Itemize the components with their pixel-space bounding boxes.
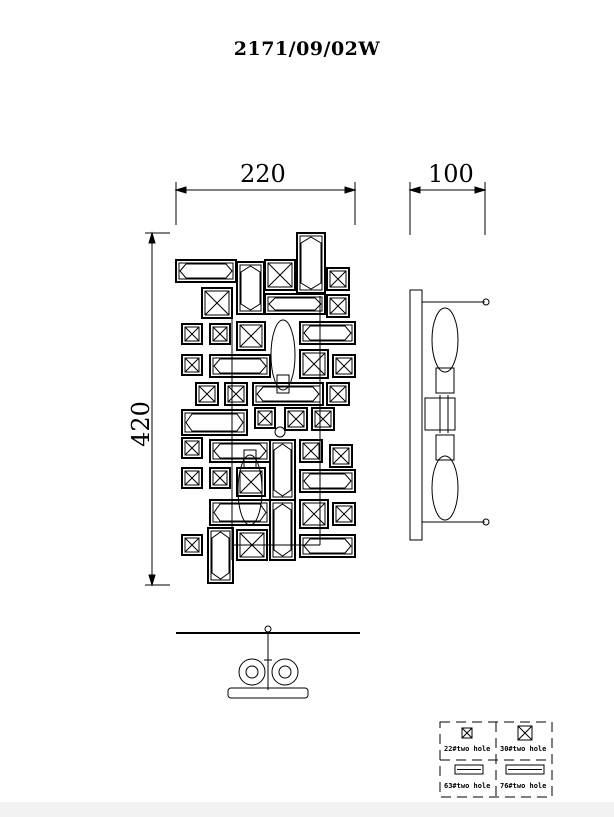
bottom-view bbox=[176, 625, 360, 699]
crystal-block bbox=[332, 354, 356, 378]
crystal-block bbox=[264, 259, 296, 291]
side-view bbox=[409, 289, 490, 541]
crystal-block bbox=[236, 321, 266, 351]
crystal-block bbox=[332, 502, 356, 526]
crystal-block bbox=[254, 407, 276, 429]
crystal-block bbox=[311, 407, 335, 431]
drawing-title: 2171/09/02W bbox=[233, 38, 381, 60]
legend-label-76: 76#two hole bbox=[500, 782, 547, 790]
crystal-block bbox=[284, 407, 308, 431]
crystal-block bbox=[181, 534, 203, 556]
crystal-block bbox=[299, 469, 356, 493]
crystal-block bbox=[326, 294, 350, 318]
frame-line bbox=[243, 449, 257, 469]
crystal-block bbox=[296, 232, 326, 294]
crystal-block bbox=[181, 354, 203, 376]
width-dimension-label: 220 bbox=[240, 160, 286, 188]
page-bottom-strip bbox=[0, 802, 614, 817]
legend-icons bbox=[454, 725, 545, 775]
frame-line bbox=[237, 454, 263, 526]
frame-line bbox=[274, 426, 286, 438]
crystal-block bbox=[269, 439, 296, 501]
crystal-block bbox=[181, 467, 203, 489]
crystal-block bbox=[236, 261, 265, 315]
frame-line bbox=[276, 374, 290, 394]
crystal-block bbox=[326, 382, 350, 406]
crystal-block bbox=[299, 321, 356, 345]
crystal-block bbox=[326, 267, 350, 291]
crystal-block bbox=[209, 323, 231, 345]
legend-box bbox=[439, 721, 553, 798]
frame-line bbox=[270, 319, 296, 391]
crystal-block bbox=[299, 499, 329, 529]
crystal-block bbox=[201, 287, 233, 319]
crystal-block bbox=[299, 349, 329, 379]
legend-label-22: 22#two hole bbox=[444, 745, 491, 753]
crystal-block bbox=[224, 382, 248, 406]
crystal-block bbox=[299, 439, 323, 463]
depth-dimension-label: 100 bbox=[428, 160, 474, 188]
crystal-block bbox=[209, 354, 271, 378]
dimension-lines bbox=[145, 182, 487, 587]
crystal-block bbox=[181, 323, 203, 345]
crystal-block bbox=[195, 382, 219, 406]
legend-label-63: 63#two hole bbox=[444, 782, 491, 790]
crystal-block bbox=[209, 439, 271, 463]
legend-label-30: 30#two hole bbox=[500, 745, 547, 753]
crystal-block bbox=[264, 293, 326, 315]
crystal-block bbox=[329, 444, 353, 468]
crystal-block bbox=[299, 534, 356, 558]
crystal-block bbox=[181, 409, 248, 436]
crystal-block bbox=[269, 499, 296, 561]
crystal-block bbox=[175, 259, 237, 283]
front-view bbox=[175, 232, 356, 584]
crystal-block bbox=[209, 467, 231, 489]
crystal-block bbox=[181, 437, 203, 459]
crystal-block bbox=[207, 527, 234, 584]
